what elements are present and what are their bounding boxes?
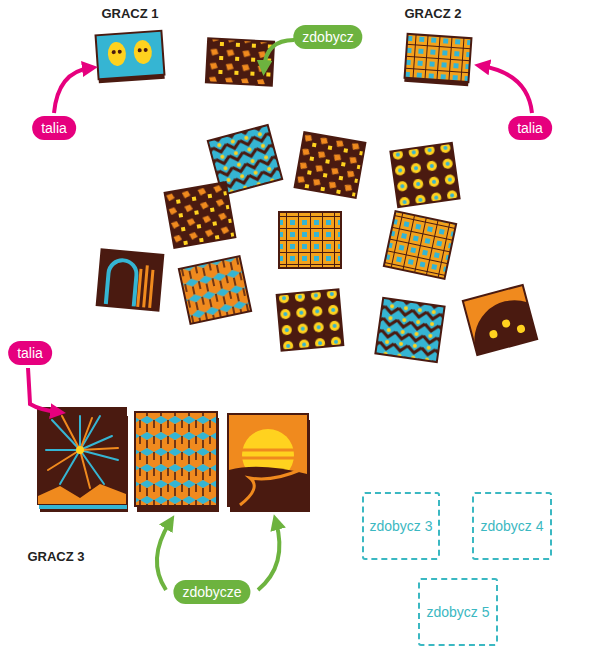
node-text: zdobycz	[302, 29, 353, 45]
loot-slot: zdobycz 3	[362, 492, 440, 560]
node-text: talia	[41, 120, 67, 136]
deck-tag: talia	[32, 116, 76, 140]
node-text: zdobycze	[182, 584, 241, 600]
node-text: talia	[17, 345, 43, 361]
deck-tag: talia	[508, 116, 552, 140]
loot-tag: zdobycze	[173, 580, 250, 604]
node-text: zdobycz 3	[369, 518, 432, 534]
player-label: GRACZ 2	[404, 6, 461, 21]
loot-slot: zdobycz 5	[418, 578, 498, 646]
node-text: talia	[517, 120, 543, 136]
node-text: zdobycz 4	[480, 518, 543, 534]
deck-tag: talia	[8, 341, 52, 365]
player-label: GRACZ 3	[27, 549, 84, 564]
loot-tag: zdobycz	[293, 25, 362, 49]
player-label: GRACZ 1	[101, 6, 158, 21]
node-text: zdobycz 5	[426, 604, 489, 620]
loot-slot: zdobycz 4	[472, 492, 552, 560]
